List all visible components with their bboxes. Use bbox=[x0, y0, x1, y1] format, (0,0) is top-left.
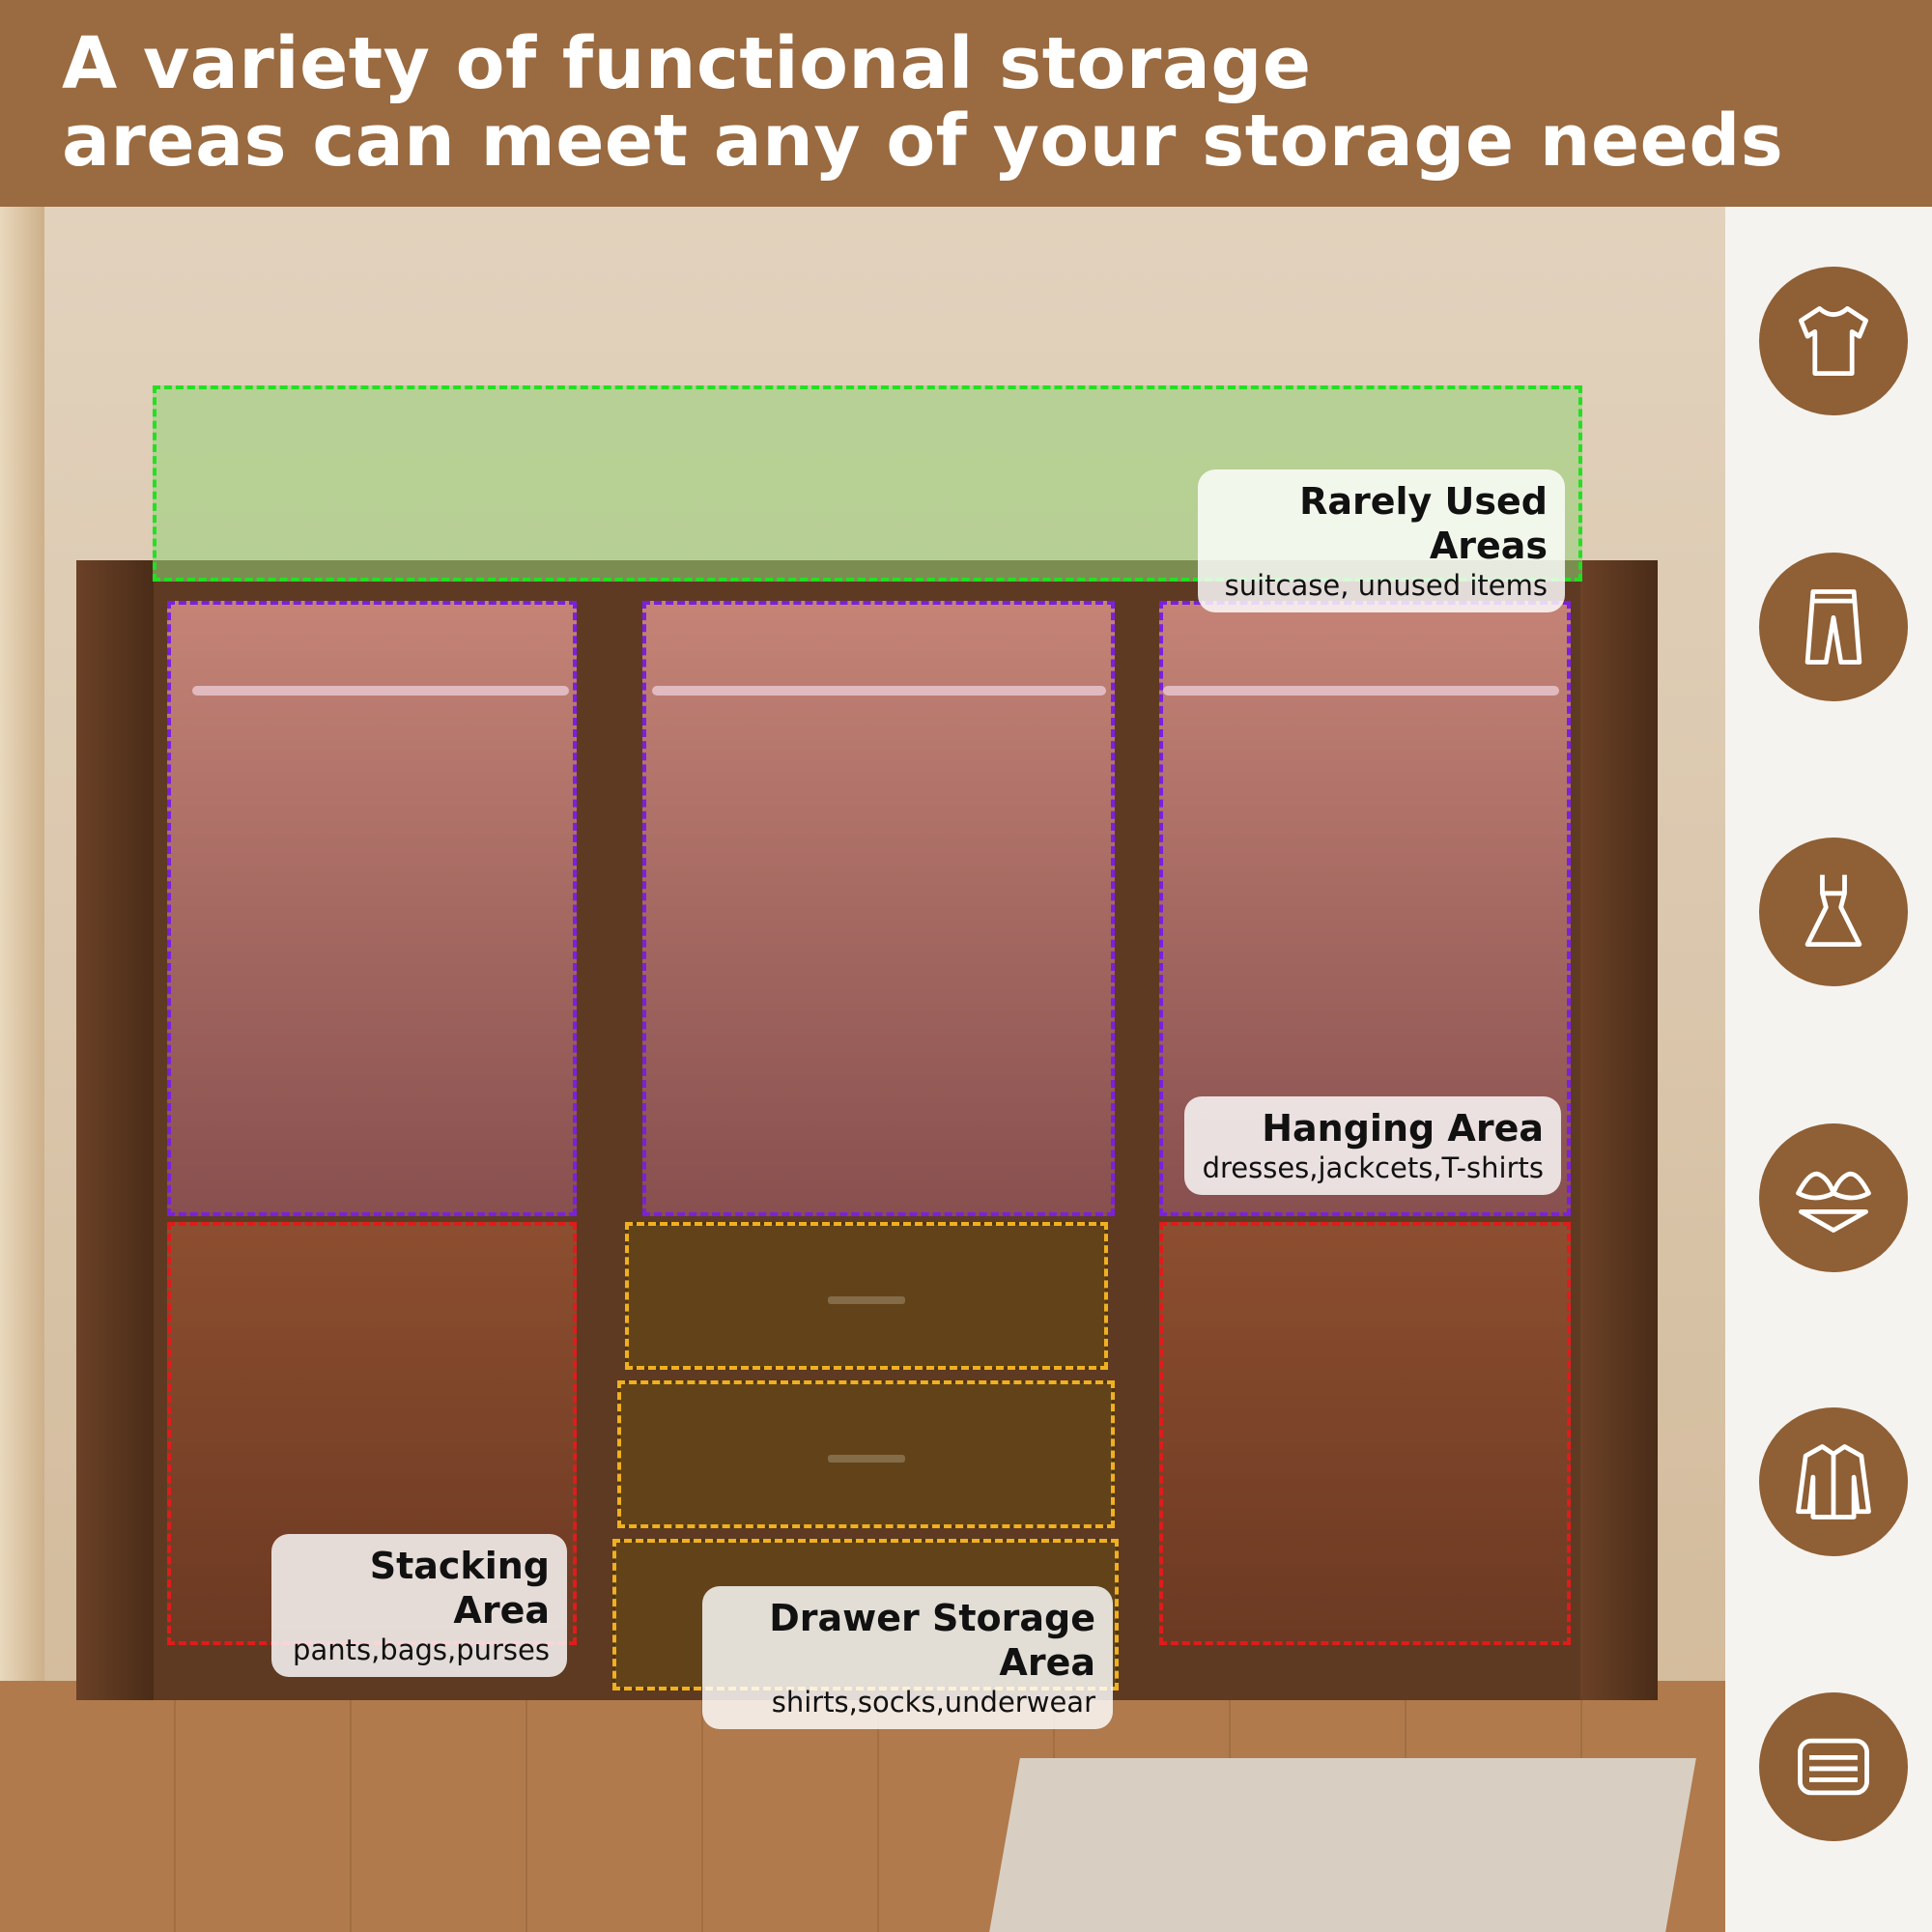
stacking-area-label: Stacking Area pants,bags,purses bbox=[271, 1534, 567, 1677]
curtain bbox=[0, 207, 44, 1714]
hanging-area-title: Hanging Area bbox=[1262, 1107, 1544, 1150]
hanging-rod bbox=[652, 686, 1106, 696]
headline-line-1: A variety of functional storage bbox=[62, 22, 1312, 105]
header-banner: A variety of functional storage areas ca… bbox=[0, 0, 1932, 207]
rarely-used-subtitle: suitcase, unused items bbox=[1224, 569, 1548, 602]
hanging-area-outline-center bbox=[642, 601, 1115, 1216]
clothing-icon-panel bbox=[1725, 207, 1932, 1932]
rug bbox=[989, 1758, 1696, 1932]
drawer-handle[interactable] bbox=[828, 1295, 905, 1304]
drawer-handle[interactable] bbox=[827, 1454, 905, 1463]
right-shelves bbox=[1159, 1222, 1571, 1645]
drawer-area-outline-2 bbox=[617, 1380, 1115, 1528]
folded-clothes-icon bbox=[1759, 1692, 1908, 1841]
center-hanging-bay bbox=[642, 601, 1115, 1216]
right-door bbox=[1580, 560, 1658, 1700]
hanging-rod bbox=[192, 686, 569, 696]
left-hanging-bay bbox=[167, 601, 577, 1216]
drawer-area-outline-1 bbox=[625, 1222, 1108, 1370]
headline-line-2: areas can meet any of your storage needs bbox=[62, 99, 1784, 183]
dress-icon bbox=[1759, 838, 1908, 986]
hanging-rod bbox=[1163, 686, 1559, 696]
hanging-area-label: Hanging Area dresses,jackcets,T-shirts bbox=[1184, 1096, 1561, 1195]
hanging-area-subtitle: dresses,jackcets,T-shirts bbox=[1202, 1151, 1544, 1184]
left-door bbox=[76, 560, 154, 1700]
jacket-icon bbox=[1759, 1407, 1908, 1556]
rarely-used-label: Rarely Used Areas suitcase, unused items bbox=[1198, 469, 1565, 612]
stacking-area-subtitle: pants,bags,purses bbox=[293, 1634, 550, 1666]
drawer-area-title: Drawer Storage Area bbox=[769, 1597, 1095, 1684]
stacking-area-outline-right bbox=[1159, 1222, 1571, 1645]
t-shirt-icon bbox=[1759, 267, 1908, 415]
hanging-area-outline-left bbox=[167, 601, 577, 1216]
lingerie-icon bbox=[1759, 1123, 1908, 1272]
rarely-used-title: Rarely Used Areas bbox=[1299, 480, 1548, 567]
pants-icon bbox=[1759, 553, 1908, 701]
stacking-area-title: Stacking Area bbox=[369, 1545, 550, 1632]
drawer-area-label: Drawer Storage Area shirts,socks,underwe… bbox=[702, 1586, 1113, 1729]
drawer-area-subtitle: shirts,socks,underwear bbox=[771, 1686, 1095, 1719]
